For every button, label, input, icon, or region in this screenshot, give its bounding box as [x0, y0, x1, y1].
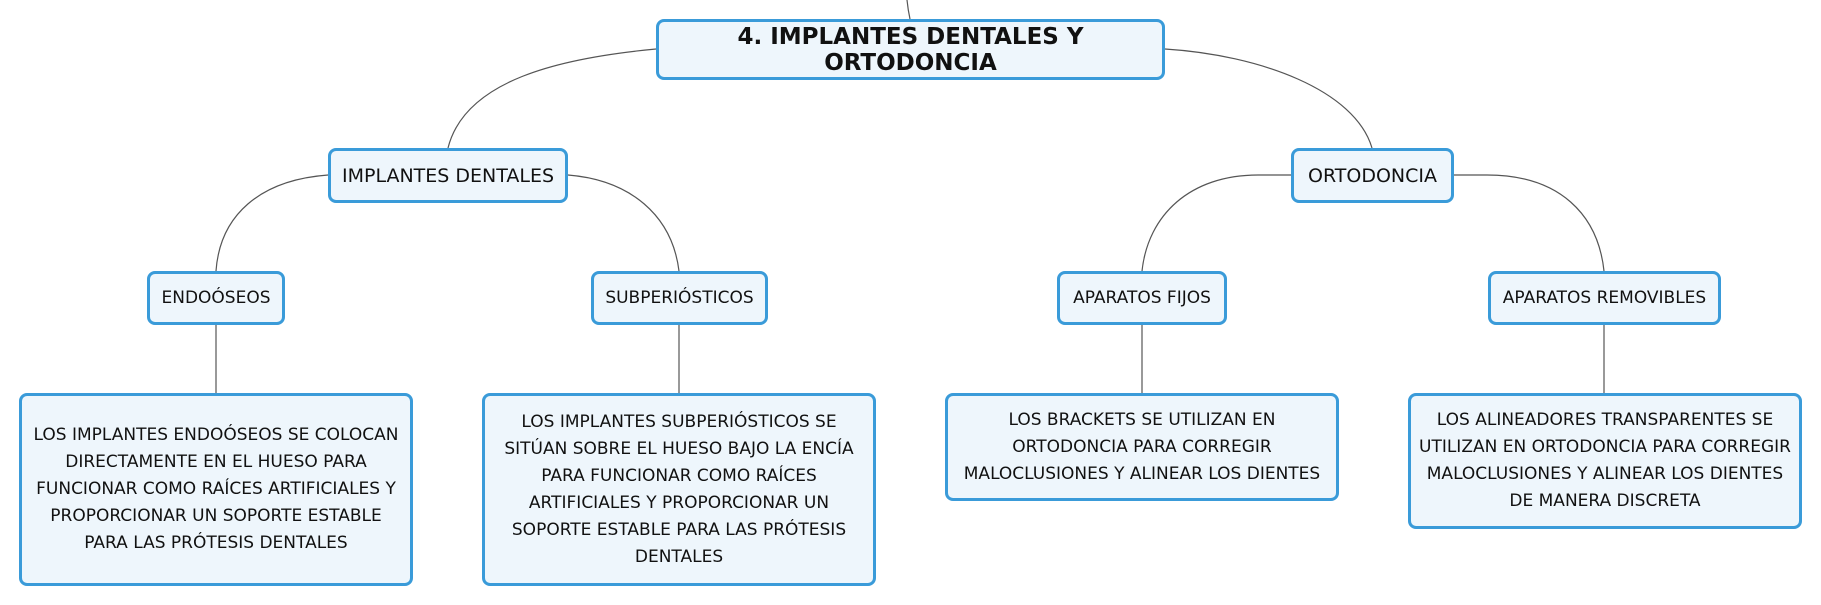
leaf-node-subperiosticos[interactable]: LOS IMPLANTES SUBPERIÓSTICOS SE SITÚAN S… — [482, 393, 876, 586]
branch-node-label: ORTODONCIA — [1307, 164, 1437, 187]
leaf-node-endooseos[interactable]: LOS IMPLANTES ENDOÓSEOS SE COLOCAN DIREC… — [19, 393, 413, 586]
subnode-endooseos[interactable]: ENDOÓSEOS — [147, 271, 285, 325]
subnode-label: SUBPERIÓSTICOS — [605, 288, 754, 308]
connector-implantes-endooseos — [215, 174, 329, 272]
leaf-node-aparatos-fijos[interactable]: LOS BRACKETS SE UTILIZAN EN ORTODONCIA P… — [945, 393, 1339, 501]
connector-implantes-subperiosticos — [567, 174, 680, 272]
leaf-node-text: LOS BRACKETS SE UTILIZAN EN ORTODONCIA P… — [963, 409, 1321, 484]
connector-root-implantes — [447, 48, 657, 149]
connector-ortodoncia-fijos — [1141, 174, 1291, 272]
connector-root-parent — [906, 0, 911, 20]
subnode-aparatos-fijos[interactable]: APARATOS FIJOS — [1057, 271, 1227, 325]
root-node-label: 4. IMPLANTES DENTALES Y ORTODONCIA — [737, 23, 1084, 76]
branch-node-label: IMPLANTES DENTALES — [341, 164, 555, 187]
branch-node-implantes-dentales[interactable]: IMPLANTES DENTALES — [328, 148, 568, 203]
leaf-node-text: LOS IMPLANTES ENDOÓSEOS SE COLOCAN DIREC… — [33, 425, 399, 553]
connector-ortodoncia-removibles — [1454, 174, 1605, 272]
subnode-aparatos-removibles[interactable]: APARATOS REMOVIBLES — [1488, 271, 1721, 325]
connector-root-ortodoncia — [1164, 48, 1373, 149]
leaf-node-aparatos-removibles[interactable]: LOS ALINEADORES TRANSPARENTES SE UTILIZA… — [1408, 393, 1802, 529]
subnode-label: APARATOS FIJOS — [1073, 288, 1211, 308]
branch-node-ortodoncia[interactable]: ORTODONCIA — [1291, 148, 1454, 203]
subnode-label: ENDOÓSEOS — [161, 288, 271, 308]
subnode-subperiosticos[interactable]: SUBPERIÓSTICOS — [591, 271, 768, 325]
subnode-label: APARATOS REMOVIBLES — [1502, 288, 1707, 308]
leaf-node-text: LOS IMPLANTES SUBPERIÓSTICOS SE SITÚAN S… — [504, 411, 854, 567]
leaf-node-text: LOS ALINEADORES TRANSPARENTES SE UTILIZA… — [1419, 410, 1791, 511]
root-node[interactable]: 4. IMPLANTES DENTALES Y ORTODONCIA — [656, 19, 1165, 80]
